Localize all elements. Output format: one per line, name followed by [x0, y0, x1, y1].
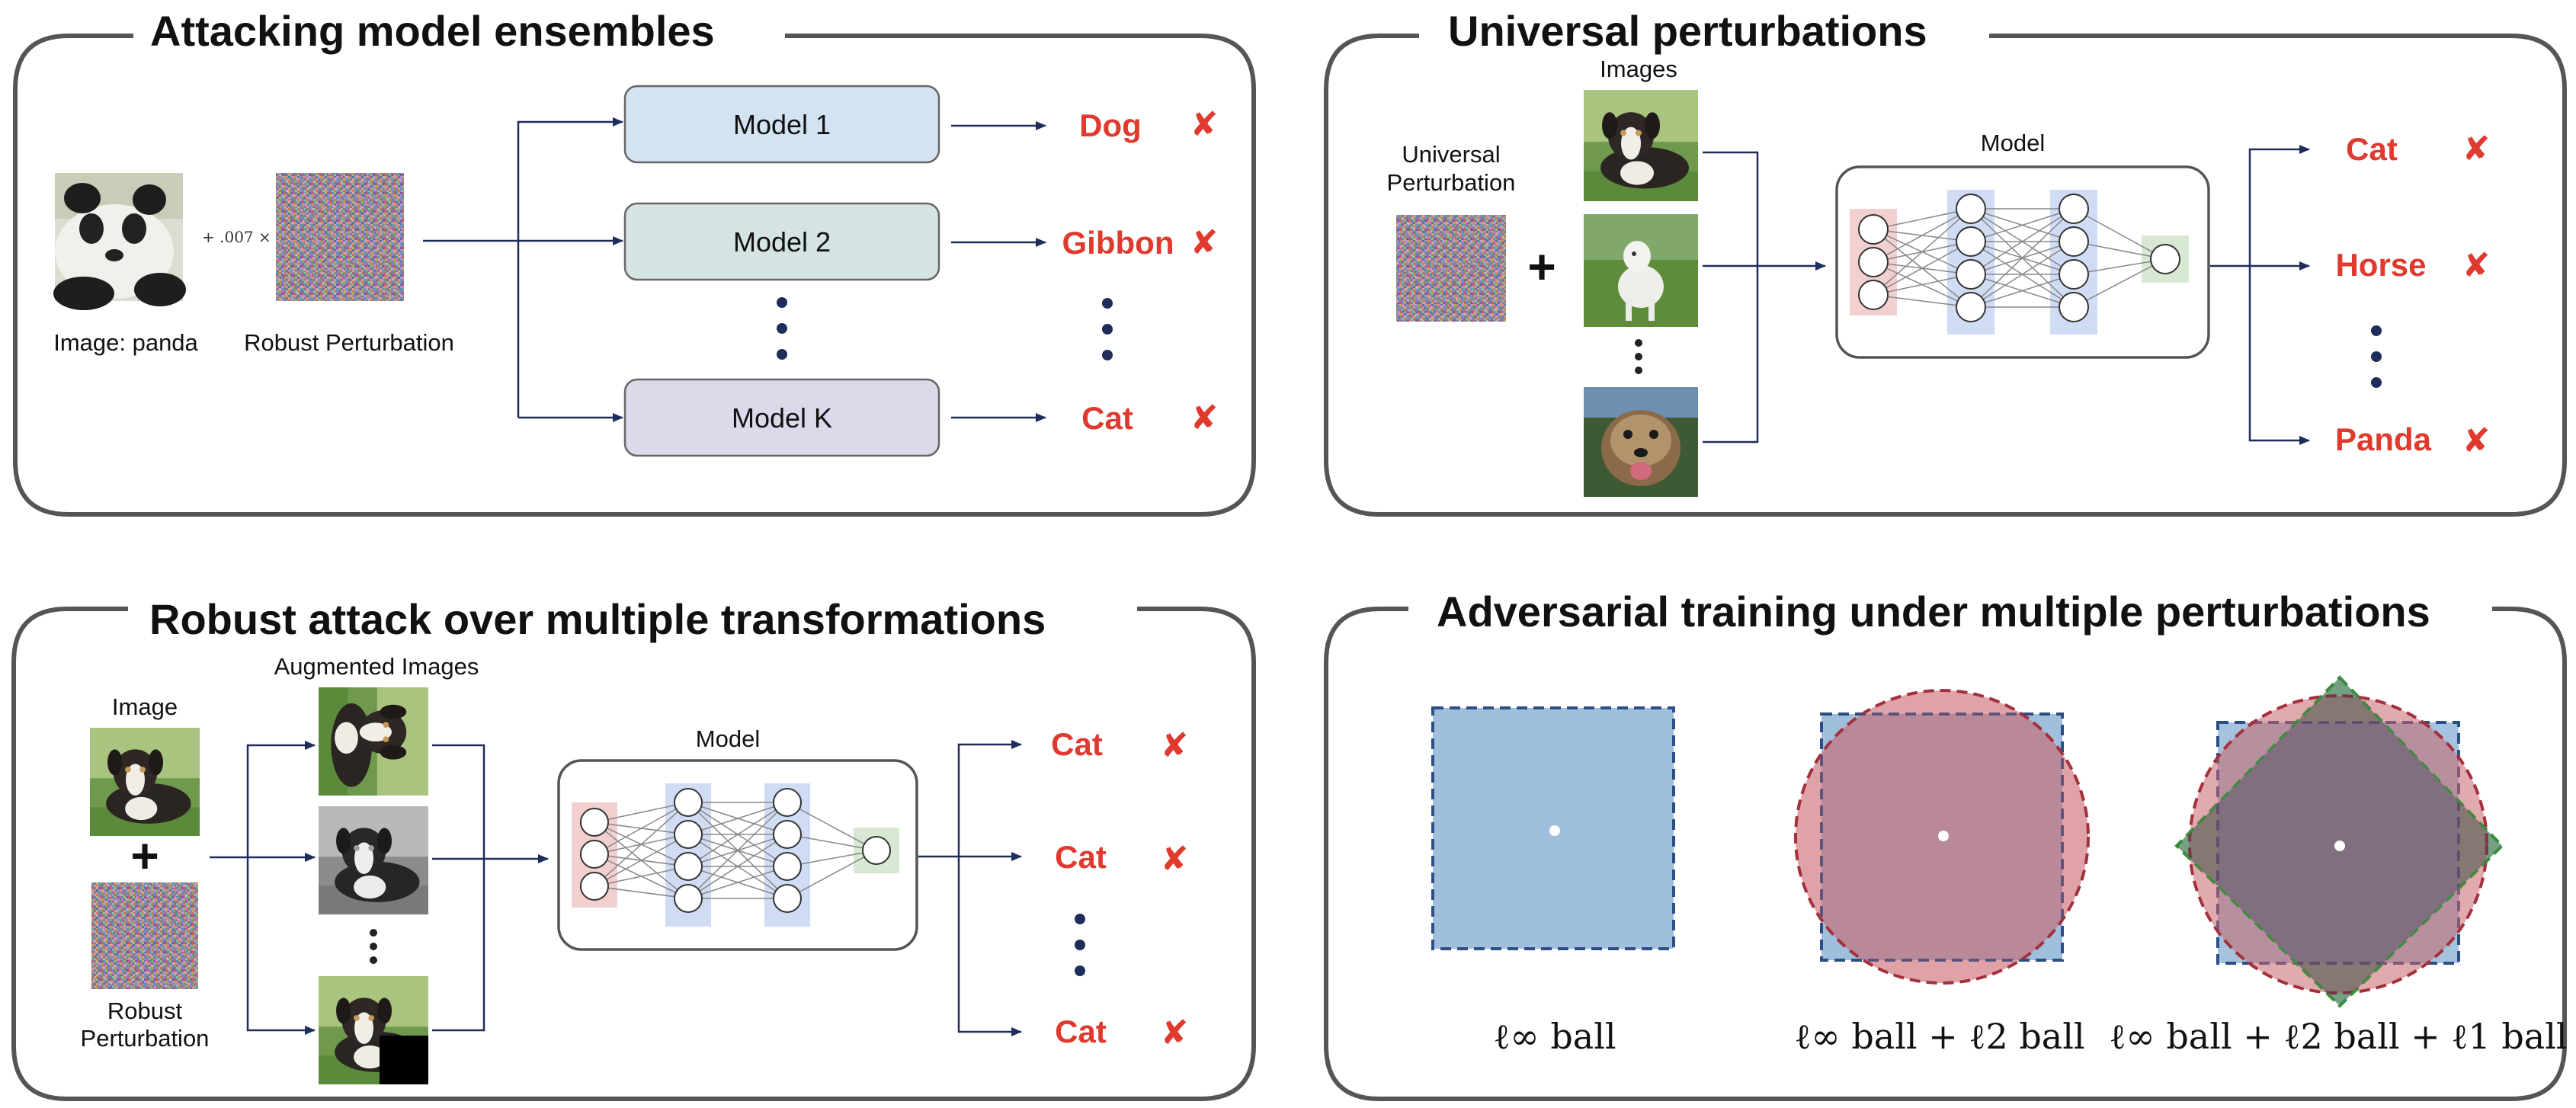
model-2-box [623, 202, 940, 281]
linf-l2-l1-ball-diagram [2174, 675, 2504, 1008]
center-point [2334, 841, 2345, 851]
panel-transformations: Robust attack over multiple transformati… [11, 595, 1256, 1101]
wrong-mark: ✘ [2462, 130, 2491, 168]
wrong-mark: ✘ [1190, 106, 1219, 143]
transformation-connectors [210, 740, 1022, 1036]
panel-border [1324, 34, 2567, 517]
model-label: Model [696, 725, 760, 752]
linf-ball-outline [1820, 713, 2064, 962]
center-point [1549, 825, 1560, 836]
augmented-image-rotated [319, 687, 428, 796]
wrong-mark: ✘ [1161, 841, 1189, 878]
panel-title: Robust attack over multiple transformati… [149, 595, 1046, 643]
output-cat: Cat [1051, 726, 1103, 762]
perturbation-label-line1: Robust [107, 998, 183, 1024]
image-ellipsis-dots [1635, 339, 1642, 374]
center-point [1938, 831, 1949, 841]
augmented-image-grayscale [319, 806, 428, 914]
panel-border [11, 607, 1256, 1101]
panel-title: Attacking model ensembles [150, 7, 715, 55]
augmented-image-cutout [319, 976, 428, 1084]
output-dog: Dog [1079, 107, 1142, 143]
perturbation-image-overlay [276, 173, 404, 301]
output-ellipsis-dots [2371, 325, 2382, 388]
output-cat: Cat [1055, 1014, 1107, 1049]
image-ellipsis-dots [370, 929, 377, 964]
augmented-images-label: Augmented Images [274, 653, 479, 680]
plus-sign: + [130, 828, 159, 883]
wrong-mark: ✘ [1190, 224, 1219, 261]
linf-ball-diagram [1431, 706, 1675, 950]
ensemble-connectors [423, 117, 1046, 422]
scale-text: + .007 × [202, 228, 271, 246]
ball-label-linf-l2: ℓ∞ ball + ℓ2 ball [1794, 1016, 2084, 1057]
panel-adversarial: Adversarial training under multiple pert… [1324, 588, 2568, 1101]
wrong-mark: ✘ [1161, 1014, 1189, 1052]
output-ellipsis-dots [1102, 298, 1113, 360]
model-k-label: Model K [732, 402, 832, 434]
neural-network [557, 759, 918, 951]
panel-universal: Universal perturbations Universal Pertur… [1324, 7, 2567, 517]
image-label: Image [112, 693, 178, 720]
plus-sign: + [1527, 239, 1556, 294]
perturbation-label-line2: Perturbation [1387, 169, 1516, 196]
image-label: Image: panda [53, 329, 198, 356]
wrong-mark: ✘ [1190, 399, 1219, 437]
dog-image-2 [1584, 214, 1698, 327]
panel-ensembles: Attacking model ensembles + .007 × Image… [13, 7, 1256, 517]
model-k-box [623, 378, 940, 457]
output-panda: Panda [2335, 421, 2432, 457]
model-label: Model [1981, 130, 2045, 156]
dog-image-1 [1584, 90, 1698, 201]
perturbation-label-line2: Perturbation [81, 1025, 210, 1052]
model-1-label: Model 1 [733, 109, 831, 140]
wrong-mark: ✘ [1161, 727, 1189, 764]
model-ellipsis-dots [777, 297, 787, 360]
panel-title: Adversarial training under multiple pert… [1437, 588, 2430, 636]
neural-network [1835, 165, 2210, 359]
ball-label-linf-l2-l1: ℓ∞ ball + ℓ2 ball + ℓ1 ball [2109, 1016, 2567, 1057]
output-gibbon: Gibbon [1062, 225, 1174, 261]
output-cat: Cat [2346, 131, 2398, 167]
model-1-box [623, 85, 940, 164]
output-ellipsis-dots [1075, 914, 1085, 976]
source-dog-image [90, 728, 200, 836]
wrong-mark: ✘ [2462, 422, 2491, 460]
universal-perturbation-overlay [1396, 215, 1506, 322]
images-label: Images [1600, 56, 1677, 82]
robust-perturbation-overlay [91, 882, 198, 989]
perturbation-label: Robust Perturbation [244, 329, 454, 356]
output-cat: Cat [1055, 839, 1107, 875]
dog-image-3 [1584, 387, 1698, 497]
panda-image [53, 173, 186, 310]
wrong-mark: ✘ [2462, 247, 2491, 284]
panel-border [13, 34, 1256, 517]
universal-connectors [1703, 145, 2310, 445]
panel-title: Universal perturbations [1448, 7, 1927, 55]
perturbation-label-line1: Universal [1402, 141, 1500, 168]
panel-border [1324, 607, 2567, 1101]
linf-l2-ball-diagram [1794, 689, 2090, 985]
model-2-label: Model 2 [733, 226, 831, 258]
output-cat: Cat [1081, 400, 1133, 436]
output-horse: Horse [2335, 247, 2426, 283]
ball-label-linf: ℓ∞ ball [1493, 1016, 1616, 1057]
